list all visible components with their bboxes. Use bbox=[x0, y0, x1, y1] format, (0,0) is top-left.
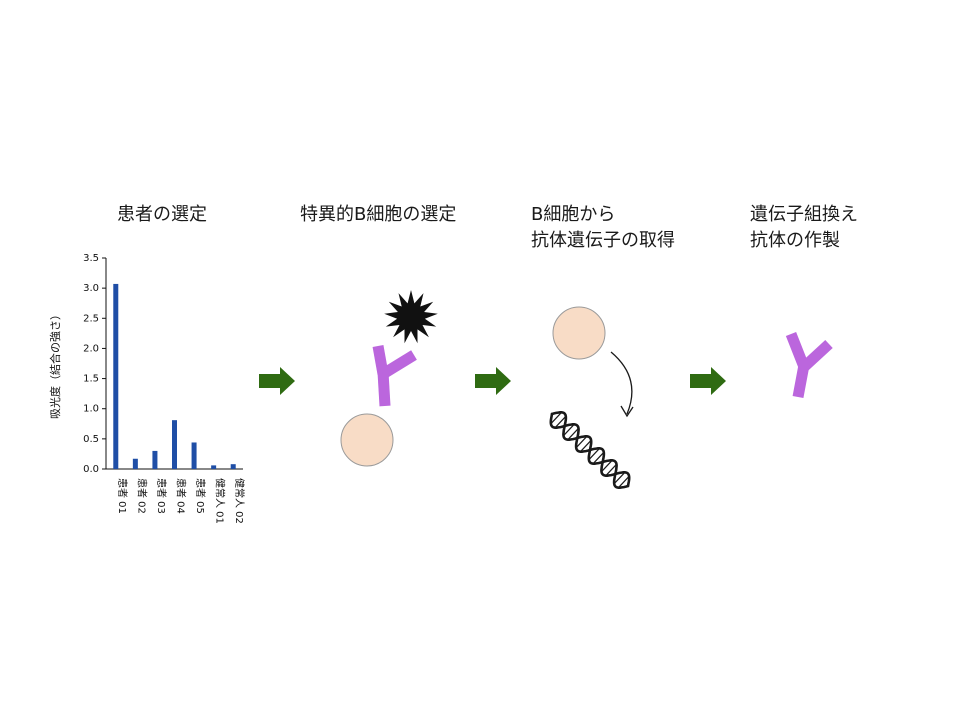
dna-base-pair bbox=[563, 423, 575, 437]
b-cell-icon bbox=[340, 413, 394, 467]
bar bbox=[152, 450, 158, 469]
step-4-title: 遺伝子組換え 抗体の作製 bbox=[750, 202, 858, 254]
dna-base-pair bbox=[613, 471, 626, 485]
y-tick-label: 0.0 bbox=[83, 464, 99, 475]
right-arrow-icon bbox=[690, 367, 726, 395]
x-category-label: 患者 04 bbox=[175, 478, 187, 514]
bar bbox=[211, 465, 217, 469]
right-arrow-icon bbox=[475, 367, 511, 395]
right-arrow-icon bbox=[259, 367, 295, 395]
y-tick-label: 2.5 bbox=[83, 313, 99, 324]
dna-base-pair bbox=[579, 439, 592, 453]
x-category-label: 患者 03 bbox=[155, 478, 167, 514]
bar bbox=[113, 283, 119, 469]
step-2-title: 特異的B細胞の選定 bbox=[300, 202, 456, 228]
y-tick-label: 1.0 bbox=[83, 404, 99, 415]
step-3-title-line-1: B細胞から bbox=[531, 204, 616, 225]
x-category-label: 患者 01 bbox=[116, 478, 128, 514]
dna-base-pair bbox=[567, 427, 579, 441]
y-tick-label: 0.5 bbox=[83, 434, 99, 445]
bar bbox=[172, 420, 177, 469]
dna-strand bbox=[550, 411, 630, 489]
antibody-y-icon bbox=[785, 331, 833, 399]
step-4-title-line-1: 遺伝子組換え bbox=[750, 204, 858, 225]
dna-base-pair bbox=[575, 435, 588, 449]
bar bbox=[230, 464, 236, 469]
step-3-title-line-2: 抗体遺伝子の取得 bbox=[531, 230, 675, 251]
dna-base-pair bbox=[605, 463, 617, 477]
y-tick-label: 1.5 bbox=[83, 374, 99, 385]
dna-base-pair bbox=[617, 475, 630, 489]
dna-base-pair bbox=[554, 415, 567, 429]
dna-helix-icon bbox=[549, 411, 631, 489]
y-tick-label: 2.0 bbox=[83, 343, 99, 354]
y-tick-label: 3.5 bbox=[83, 253, 99, 264]
x-category-label: 患者 05 bbox=[194, 478, 206, 514]
curved-arrow-icon bbox=[610, 351, 634, 418]
bar bbox=[191, 442, 197, 469]
dna-base-pair bbox=[601, 459, 613, 473]
b-cell-icon bbox=[552, 306, 606, 360]
y-axis-label: 吸光度（結合の強さ） bbox=[48, 309, 62, 419]
step-2-title-line-1: 特異的B細胞の選定 bbox=[300, 204, 457, 225]
step-1-title-line-1: 患者の選定 bbox=[117, 204, 207, 225]
antibody-y-icon bbox=[372, 345, 417, 407]
dna-base-pair bbox=[550, 411, 563, 425]
y-tick-label: 3.0 bbox=[83, 283, 99, 294]
step-3-title: B細胞から 抗体遺伝子の取得 bbox=[531, 202, 675, 254]
dna-base-pair bbox=[592, 451, 605, 465]
dna-base-pair bbox=[588, 447, 601, 461]
step-4-title-line-2: 抗体の作製 bbox=[750, 230, 840, 251]
x-category-label: 患者 02 bbox=[135, 478, 147, 514]
x-category-label: 健常人 02 bbox=[233, 478, 246, 524]
bar bbox=[132, 458, 138, 469]
step-1-title: 患者の選定 bbox=[117, 202, 207, 228]
x-category-label: 健常人 01 bbox=[214, 478, 227, 524]
antigen-starburst-icon bbox=[384, 290, 438, 344]
